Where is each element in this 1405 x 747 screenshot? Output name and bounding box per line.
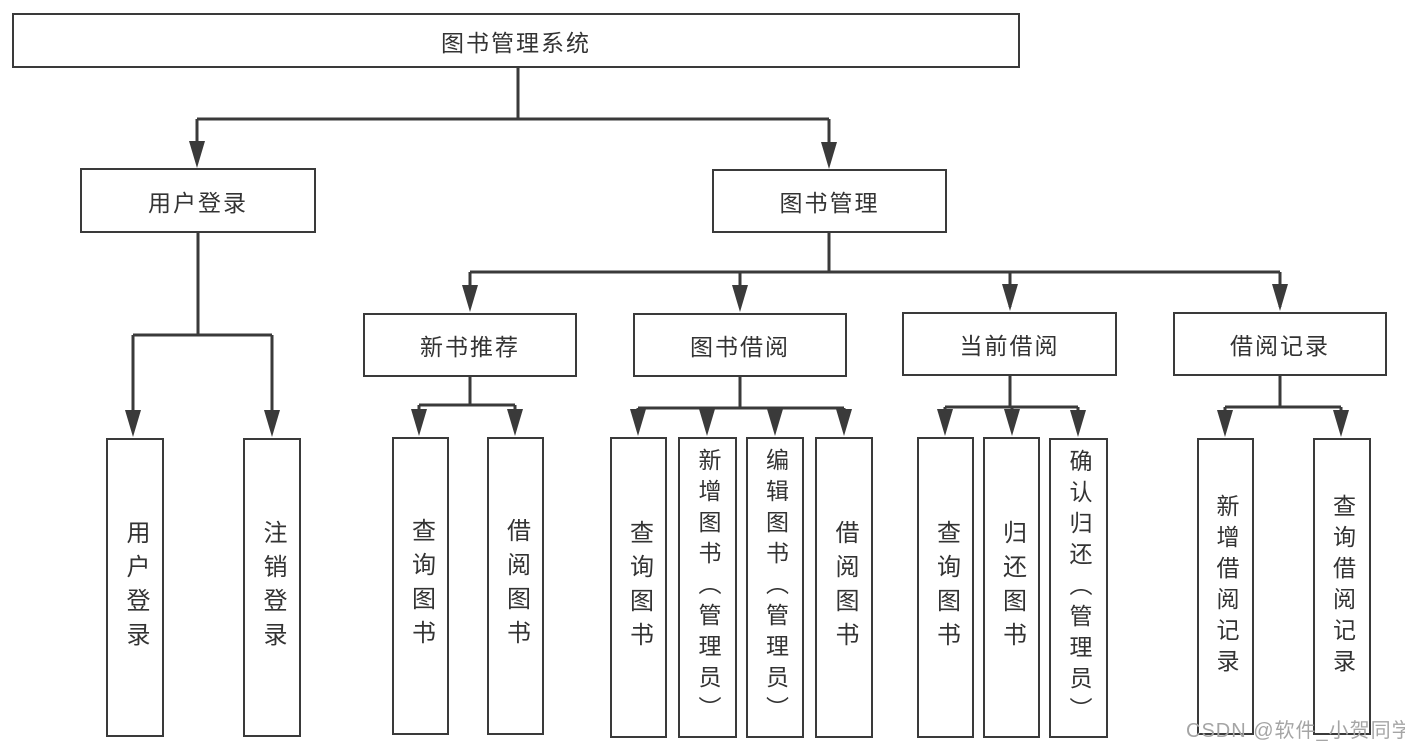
leaf-borrow-borrow-label: 借阅图书 xyxy=(831,519,858,656)
leaf-logout-label: 注销登录 xyxy=(259,519,286,656)
node-user-login-label: 用户登录 xyxy=(148,189,248,216)
node-user-login: 用户登录 xyxy=(80,168,316,233)
leaf-records-query-label: 查询借阅记录 xyxy=(1329,493,1356,680)
leaf-newbooks-borrow-label: 借阅图书 xyxy=(502,518,530,654)
leaf-newbooks-borrow: 借阅图书 xyxy=(487,437,544,735)
leaf-records-add-label: 新增借阅记录 xyxy=(1213,493,1239,680)
leaf-user-login: 用户登录 xyxy=(106,438,164,737)
arrowheads xyxy=(125,141,1349,437)
leaf-borrow-add-admin-label: 新增图书（管理员） xyxy=(695,448,721,727)
node-new-book-recommend: 新书推荐 xyxy=(363,313,577,377)
node-root: 图书管理系统 xyxy=(12,13,1020,68)
leaf-current-confirm-admin-label: 确认归还（管理员） xyxy=(1066,448,1092,728)
node-root-label: 图书管理系统 xyxy=(441,29,591,56)
node-book-management-label: 图书管理 xyxy=(779,190,880,216)
node-book-borrow: 图书借阅 xyxy=(633,313,847,377)
node-book-borrow-label: 图书借阅 xyxy=(690,334,790,360)
leaf-current-query-label: 查询图书 xyxy=(932,519,960,656)
node-book-management: 图书管理 xyxy=(712,169,947,233)
leaf-borrow-query-label: 查询图书 xyxy=(625,519,653,656)
node-current-borrow-label: 当前借阅 xyxy=(959,333,1060,359)
leaf-current-query: 查询图书 xyxy=(917,437,974,738)
leaf-records-add: 新增借阅记录 xyxy=(1197,438,1254,735)
leaf-borrow-edit-admin: 编辑图书（管理员） xyxy=(746,437,804,738)
csdn-watermark: CSDN @软件_小贺同学 xyxy=(1186,720,1405,742)
node-current-borrow: 当前借阅 xyxy=(902,312,1117,376)
leaf-borrow-edit-admin-label: 编辑图书（管理员） xyxy=(762,448,789,727)
node-borrow-records: 借阅记录 xyxy=(1173,312,1387,376)
leaf-newbooks-query-label: 查询图书 xyxy=(407,518,435,654)
leaf-logout: 注销登录 xyxy=(243,438,301,737)
node-new-book-recommend-label: 新书推荐 xyxy=(420,334,520,360)
leaf-borrow-add-admin: 新增图书（管理员） xyxy=(678,437,737,738)
leaf-borrow-borrow: 借阅图书 xyxy=(815,437,873,738)
leaf-records-query: 查询借阅记录 xyxy=(1313,438,1371,735)
leaf-borrow-query: 查询图书 xyxy=(610,437,667,738)
leaf-current-return-label: 归还图书 xyxy=(998,519,1026,656)
leaf-current-confirm-admin: 确认归还（管理员） xyxy=(1049,438,1108,738)
leaf-user-login-label: 用户登录 xyxy=(122,519,149,656)
leaf-newbooks-query: 查询图书 xyxy=(392,437,449,735)
leaf-current-return: 归还图书 xyxy=(983,437,1040,738)
node-borrow-records-label: 借阅记录 xyxy=(1230,333,1330,359)
